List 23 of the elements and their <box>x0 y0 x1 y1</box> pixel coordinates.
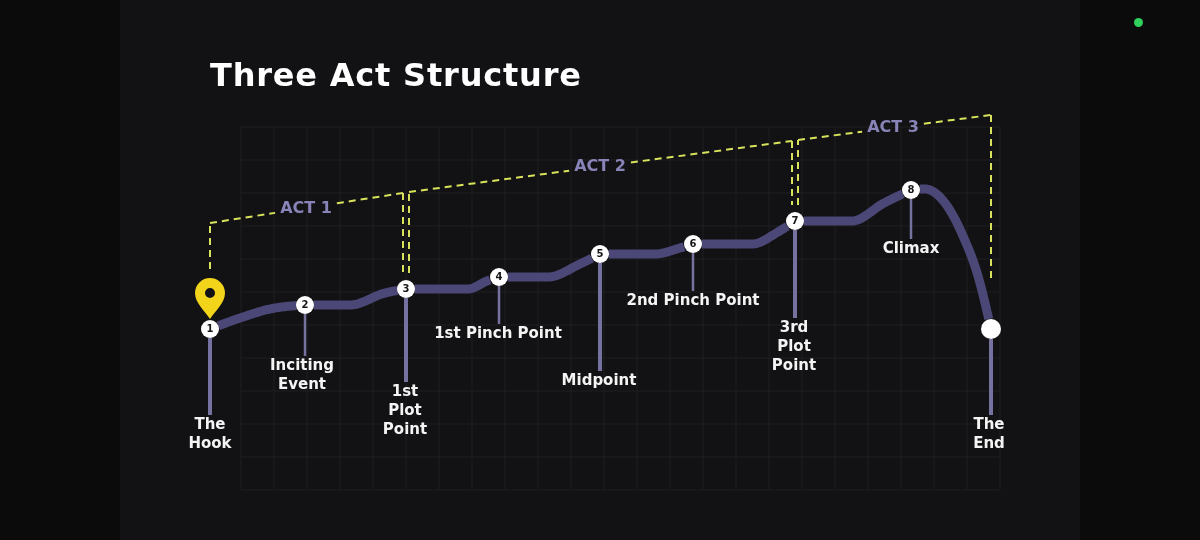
milestone-label: 1st Plot Point <box>382 382 428 439</box>
act-label: ACT 3 <box>867 118 919 136</box>
act-label: ACT 2 <box>574 157 626 175</box>
leader-line <box>497 286 501 324</box>
leader-line <box>793 230 797 318</box>
leader-line <box>404 298 408 382</box>
leader-line <box>208 338 212 415</box>
milestone-label: The Hook <box>188 415 232 453</box>
leader-line <box>909 199 913 239</box>
milestone-label: Inciting Event <box>270 356 334 394</box>
title: Three Act Structure <box>210 55 582 95</box>
milestone-label: 1st Pinch Point <box>434 324 562 343</box>
leader-line <box>598 263 602 371</box>
leader-line <box>303 314 307 356</box>
milestone-label: The End <box>973 415 1005 453</box>
story-arc-line <box>214 301 300 330</box>
act-label: ACT 1 <box>280 199 332 217</box>
milestone-label: Midpoint <box>561 371 637 390</box>
milestone-label: Climax <box>882 239 940 258</box>
leader-line <box>989 339 993 415</box>
leader-line <box>691 253 695 291</box>
milestone-label: 2nd Pinch Point <box>626 291 760 310</box>
milestone-label: 3rd Plot Point <box>771 318 817 375</box>
